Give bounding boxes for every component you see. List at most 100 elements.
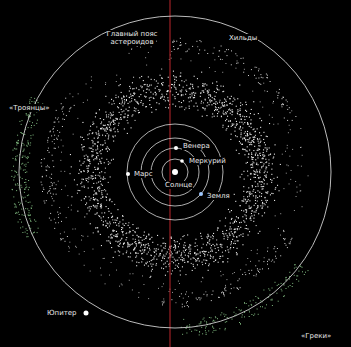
asteroid-dot [190,245,191,246]
asteroid-dot [200,92,201,93]
asteroid-dot [106,127,107,128]
asteroid-dot [262,106,264,108]
asteroid-dot [75,246,77,248]
asteroid-dot [215,248,216,249]
asteroid-dot [243,124,244,125]
asteroid-dot [124,116,125,117]
asteroid-dot [82,102,84,104]
asteroid-dot [245,264,247,266]
asteroid-dot [189,244,190,245]
asteroid-dot [251,213,252,214]
asteroid-dot [110,112,111,113]
asteroid-dot [112,136,113,137]
asteroid-dot [243,201,244,202]
asteroid-dot [162,84,163,85]
asteroid-dot [247,135,248,136]
asteroid-dot [112,219,113,220]
asteroid-dot [136,255,137,256]
asteroid-dot [120,243,121,244]
asteroid-dot [58,121,59,122]
asteroid-dot [130,231,131,232]
asteroid-dot [129,107,130,108]
asteroid-dot [258,145,259,146]
asteroid-dot [251,142,252,143]
asteroid-dot [265,192,266,193]
asteroid-dot [190,259,191,260]
asteroid-dot [133,239,134,240]
asteroid-dot [122,219,123,220]
asteroid-dot [205,291,207,293]
asteroid-dot [262,157,263,158]
asteroid-dot [119,285,121,287]
asteroid-dot [157,244,158,245]
asteroid-dot [106,131,107,132]
asteroid-dot [81,182,82,183]
asteroid-dot [147,262,148,263]
asteroid-dot [174,244,175,245]
asteroid-dot [108,138,109,139]
asteroid-dot [160,255,161,256]
asteroid-dot [200,93,201,94]
asteroid-dot [238,111,239,112]
asteroid-dot [216,101,217,102]
asteroid-dot [155,250,156,251]
asteroid-dot [88,159,89,160]
asteroid-dot [274,246,275,247]
asteroid-dot [159,91,160,92]
asteroid-dot [118,241,119,242]
asteroid-dot [209,100,210,101]
asteroid-dot [183,250,184,251]
asteroid-dot [245,139,246,140]
asteroid-dot [100,206,101,207]
asteroid-dot [86,213,87,214]
asteroid-dot [163,238,164,239]
asteroid-dot [206,236,207,237]
asteroid-dot [136,245,137,246]
asteroid-dot [187,234,188,235]
asteroid-dot [226,49,227,50]
asteroid-dot [250,144,251,145]
asteroid-dot [192,92,193,93]
asteroid-dot [300,147,302,149]
asteroid-dot [259,192,260,193]
asteroid-dot [126,233,127,234]
asteroid-dot [138,262,139,263]
asteroid-dot [106,240,107,241]
asteroid-dot [220,256,221,257]
asteroid-dot [205,251,206,252]
asteroid-dot [113,120,114,121]
asteroid-dot [138,236,139,237]
asteroid-dot [246,209,247,210]
asteroid-dot [75,245,77,247]
asteroid-dot [150,277,151,278]
asteroid-dot [267,183,268,184]
asteroid-dot [51,182,52,183]
asteroid-dot [228,126,229,127]
asteroid-dot [225,284,227,286]
asteroid-dot [101,153,102,154]
asteroid-dot [175,87,176,88]
asteroid-dot [257,155,258,156]
asteroid-dot [88,181,89,182]
asteroid-dot [202,251,203,252]
asteroid-dot [258,206,259,207]
asteroid-dot [60,139,62,141]
asteroid-dot [247,171,248,172]
asteroid-dot [175,302,177,304]
asteroid-dot [266,167,267,168]
asteroid-dot [141,261,142,262]
asteroid-dot [88,168,89,169]
asteroid-dot [226,230,227,231]
asteroid-dot [267,206,268,207]
asteroid-dot [293,210,295,212]
asteroid-dot [115,236,116,237]
asteroid-dot [142,259,143,260]
asteroid-dot [177,252,178,253]
asteroid-dot [235,118,236,119]
asteroid-dot [126,99,127,100]
asteroid-dot [128,52,130,54]
asteroid-dot [244,179,245,180]
asteroid-dot [246,218,247,219]
asteroid-dot [242,104,243,105]
asteroid-dot [177,260,178,261]
